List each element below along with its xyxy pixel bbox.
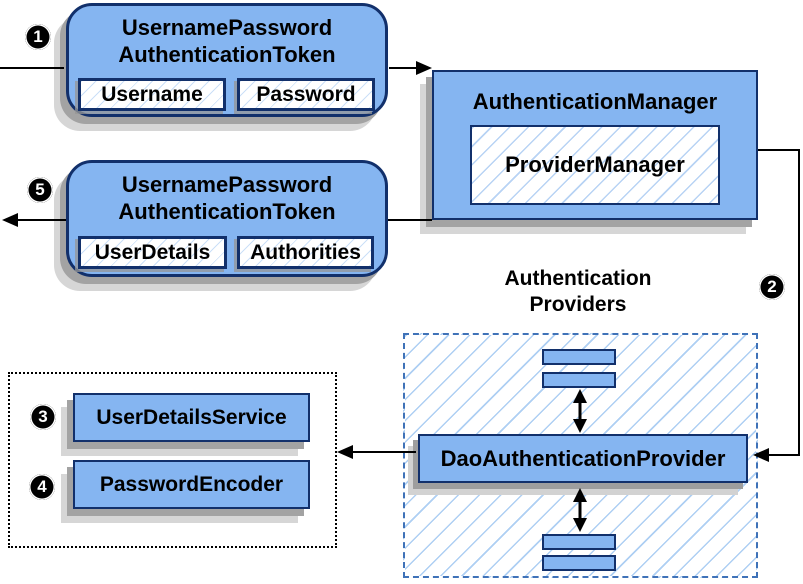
arrowhead-into-services-icon (337, 445, 353, 459)
provider-placeholder-bottom-2 (542, 555, 616, 571)
providers-group-title-line2: Providers (529, 293, 627, 316)
username-password-token-request-box: UsernamePassword AuthenticationToken Use… (66, 3, 388, 117)
provider-placeholder-top-2 (542, 372, 616, 388)
request-token-title-line2: AuthenticationToken (118, 42, 336, 67)
user-details-field-box: UserDetails (78, 236, 227, 269)
providers-group-title: Authentication Providers (463, 266, 693, 318)
arrowhead-result-out-icon (2, 213, 18, 227)
provider-placeholder-bottom-1 (542, 534, 616, 550)
authentication-manager-title: AuthenticationManager (472, 89, 718, 114)
services-group (8, 372, 337, 548)
username-password-token-result-box: UsernamePassword AuthenticationToken Use… (66, 160, 388, 277)
provider-manager-box: ProviderManager (470, 125, 720, 205)
password-encoder-box: PasswordEncoder (73, 460, 310, 509)
authentication-providers-group: DaoAuthenticationProvider (403, 333, 758, 578)
step-3-badge: 3 (30, 404, 56, 430)
arrowhead-into-manager-icon (416, 61, 432, 75)
request-token-title-line1: UsernamePassword (121, 15, 333, 40)
step-2-badge: 2 (759, 274, 785, 300)
password-field-box: Password (237, 78, 375, 111)
flow-line-manager-to-provider (758, 149, 800, 456)
step-1-badge: 1 (25, 24, 51, 50)
result-token-title-line1: UsernamePassword (121, 172, 333, 197)
provider-placeholder-top-1 (542, 349, 616, 365)
authentication-manager-box: AuthenticationManager ProviderManager (432, 70, 758, 220)
result-token-title-line2: AuthenticationToken (118, 199, 336, 224)
username-field-box: Username (78, 78, 226, 111)
step-5-badge: 5 (27, 177, 53, 203)
providers-group-title-line1: Authentication (504, 267, 652, 290)
authorities-field-box: Authorities (237, 236, 374, 269)
dao-authentication-provider-box: DaoAuthenticationProvider (418, 434, 748, 483)
user-details-service-box: UserDetailsService (73, 393, 310, 442)
step-4-badge: 4 (29, 474, 55, 500)
